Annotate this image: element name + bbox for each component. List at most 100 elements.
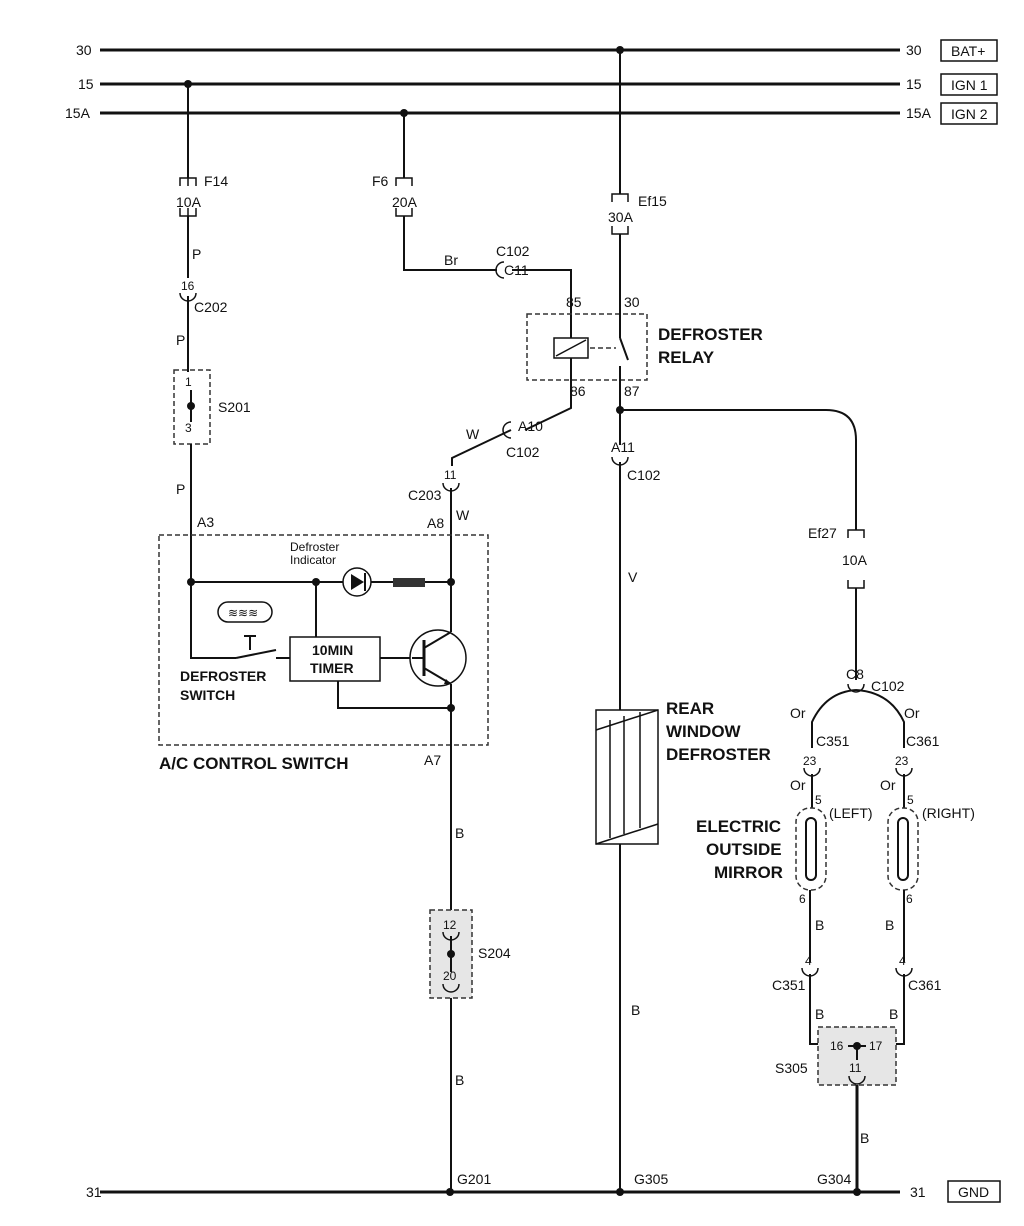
fuse-f14: F14 10A: [176, 173, 228, 217]
splice-pin-label: 1: [185, 375, 192, 389]
fuse-ef27-rating: 10A: [842, 552, 868, 568]
branch-ef15: Ef15 30A: [608, 50, 667, 314]
splice-pin-label: 12: [443, 918, 457, 932]
defroster-indicator: Defroster Indicator: [290, 540, 425, 597]
wire-color-label: B: [815, 1006, 824, 1022]
rail-30-left-label: 30: [76, 42, 92, 58]
mirror-label-line3: MIRROR: [714, 863, 783, 882]
pin-a7-label: A7: [424, 752, 441, 768]
connector-a10: A10 C102: [502, 418, 543, 460]
mirror-pin-label: 5: [907, 793, 914, 807]
connector-c361-label: C361: [906, 733, 940, 749]
connector-c351-label: C351: [816, 733, 850, 749]
mirror-label-line2: OUTSIDE: [706, 840, 782, 859]
connector-c203: 11 C203: [408, 468, 460, 503]
relay-pin-87: 87: [624, 383, 640, 399]
wire-color-label: Or: [880, 777, 896, 793]
connector-pin-label: 4: [899, 954, 906, 968]
fuse-f14-rating: 10A: [176, 194, 202, 210]
connector-c361: C361 23: [895, 733, 940, 777]
rail-15-tag: IGN 1: [951, 77, 988, 93]
connector-a10-label: A10: [518, 418, 543, 434]
rail-15a: 15A 15A IGN 2: [65, 102, 998, 125]
splice-pin-label: 17: [869, 1039, 883, 1053]
timer-10min: 10MIN TIMER: [289, 582, 451, 709]
wire-color-label: Or: [790, 777, 806, 793]
connector-c202-label: C202: [194, 299, 228, 315]
defroster-switch: ≋≋≋ DEFROSTER SWITCH: [180, 582, 290, 703]
rail-30: 30 30 BAT+: [76, 39, 998, 62]
timer-label-line1: 10MIN: [312, 642, 353, 658]
rear-defroster-line3: DEFROSTER: [666, 745, 771, 764]
rail-31-left-label: 31: [86, 1184, 102, 1200]
timer-label-line2: TIMER: [310, 660, 354, 676]
rear-defroster-line2: WINDOW: [666, 722, 742, 741]
wire-color-label: W: [456, 507, 470, 523]
wire-color-label: P: [176, 332, 185, 348]
splice-pin-label: 3: [185, 421, 192, 435]
connector-c8: C8 C102: [846, 666, 905, 694]
switch-label-line1: DEFROSTER: [180, 668, 266, 684]
fuse-ef27-name: Ef27: [808, 525, 837, 541]
connector-c8-label: C8: [846, 666, 864, 682]
ac-control-switch: Defroster Indicator ≋≋≋ DEFROSTER SWITCH…: [158, 534, 489, 773]
connector-pin-label: 11: [444, 468, 457, 482]
ac-control-switch-title: A/C CONTROL SWITCH: [159, 754, 349, 773]
connector-c203-label: C203: [408, 487, 442, 503]
connector-pin-label: 4: [805, 954, 812, 968]
fuse-f6-name: F6: [372, 173, 389, 189]
splice-s204-label: S204: [478, 945, 511, 961]
mirror-pin-label: 6: [799, 892, 806, 906]
wire-color-label: B: [885, 917, 894, 933]
wire-w: [451, 429, 512, 466]
relay-pin-85: 85: [566, 294, 582, 310]
rear-window-defroster: REAR WINDOW DEFROSTER: [595, 699, 771, 845]
rail-30-tag: BAT+: [951, 43, 985, 59]
wire-color-label: Or: [790, 705, 806, 721]
splice-pin-label: 16: [830, 1039, 844, 1053]
mirror-pin-label: 6: [906, 892, 913, 906]
switch-label-line2: SWITCH: [180, 687, 235, 703]
fuse-ef15: Ef15 30A: [608, 193, 667, 235]
wire-color-label: B: [889, 1006, 898, 1022]
rail-30-right-label: 30: [906, 42, 922, 58]
splice-s204: 12 20 S204: [429, 909, 511, 999]
connector-c102-label: C102: [506, 444, 540, 460]
connector-c102-label: C102: [627, 467, 661, 483]
wire-color-label: Br: [444, 252, 458, 268]
indicator-label-line2: Indicator: [290, 553, 336, 567]
wire-color-label: B: [860, 1130, 869, 1146]
wire-color-label: V: [628, 569, 638, 585]
connector-c202: 16 C202: [179, 279, 228, 315]
wire-color-label: B: [455, 825, 464, 841]
mirror-left-label: (LEFT): [829, 805, 873, 821]
splice-s305-label: S305: [775, 1060, 808, 1076]
connector-pin-label: 16: [181, 279, 195, 293]
connector-c351-b-label: C351: [772, 977, 806, 993]
connector-a11: A11 C102: [611, 439, 661, 483]
rail-31: 31 31 GND: [86, 1180, 1001, 1203]
wire-color-label: B: [455, 1072, 464, 1088]
wire-color-label: B: [631, 1002, 640, 1018]
fuse-f6-rating: 20A: [392, 194, 418, 210]
ground-g201-label: G201: [457, 1171, 491, 1187]
connector-c102-label: C102: [496, 243, 530, 259]
relay-title-line2: RELAY: [658, 348, 715, 367]
electric-outside-mirror: ELECTRIC OUTSIDE MIRROR 5 6 (LEFT) 5 6 (…: [696, 793, 975, 906]
rail-15-right-label: 15: [906, 76, 922, 92]
pin-a8-label: A8: [427, 515, 444, 531]
wire-color-label: W: [466, 426, 480, 442]
fuse-ef27: Ef27 10A: [808, 525, 868, 589]
ground-g304-label: G304: [817, 1171, 851, 1187]
connector-c102-c11: C102 C11: [495, 243, 530, 279]
relay-pin-30: 30: [624, 294, 640, 310]
connector-c361-b: 4 C361: [895, 954, 942, 993]
relay-title-line1: DEFROSTER: [658, 325, 763, 344]
connector-c361-b-label: C361: [908, 977, 942, 993]
wire-color-label: P: [176, 481, 185, 497]
wire-or-left: [811, 689, 857, 748]
connector-c351: C351 23: [803, 733, 850, 777]
defroster-relay: 85 30 86 87 DEFROSTER RELAY: [526, 294, 763, 410]
mirror-right-label: (RIGHT): [922, 805, 975, 821]
